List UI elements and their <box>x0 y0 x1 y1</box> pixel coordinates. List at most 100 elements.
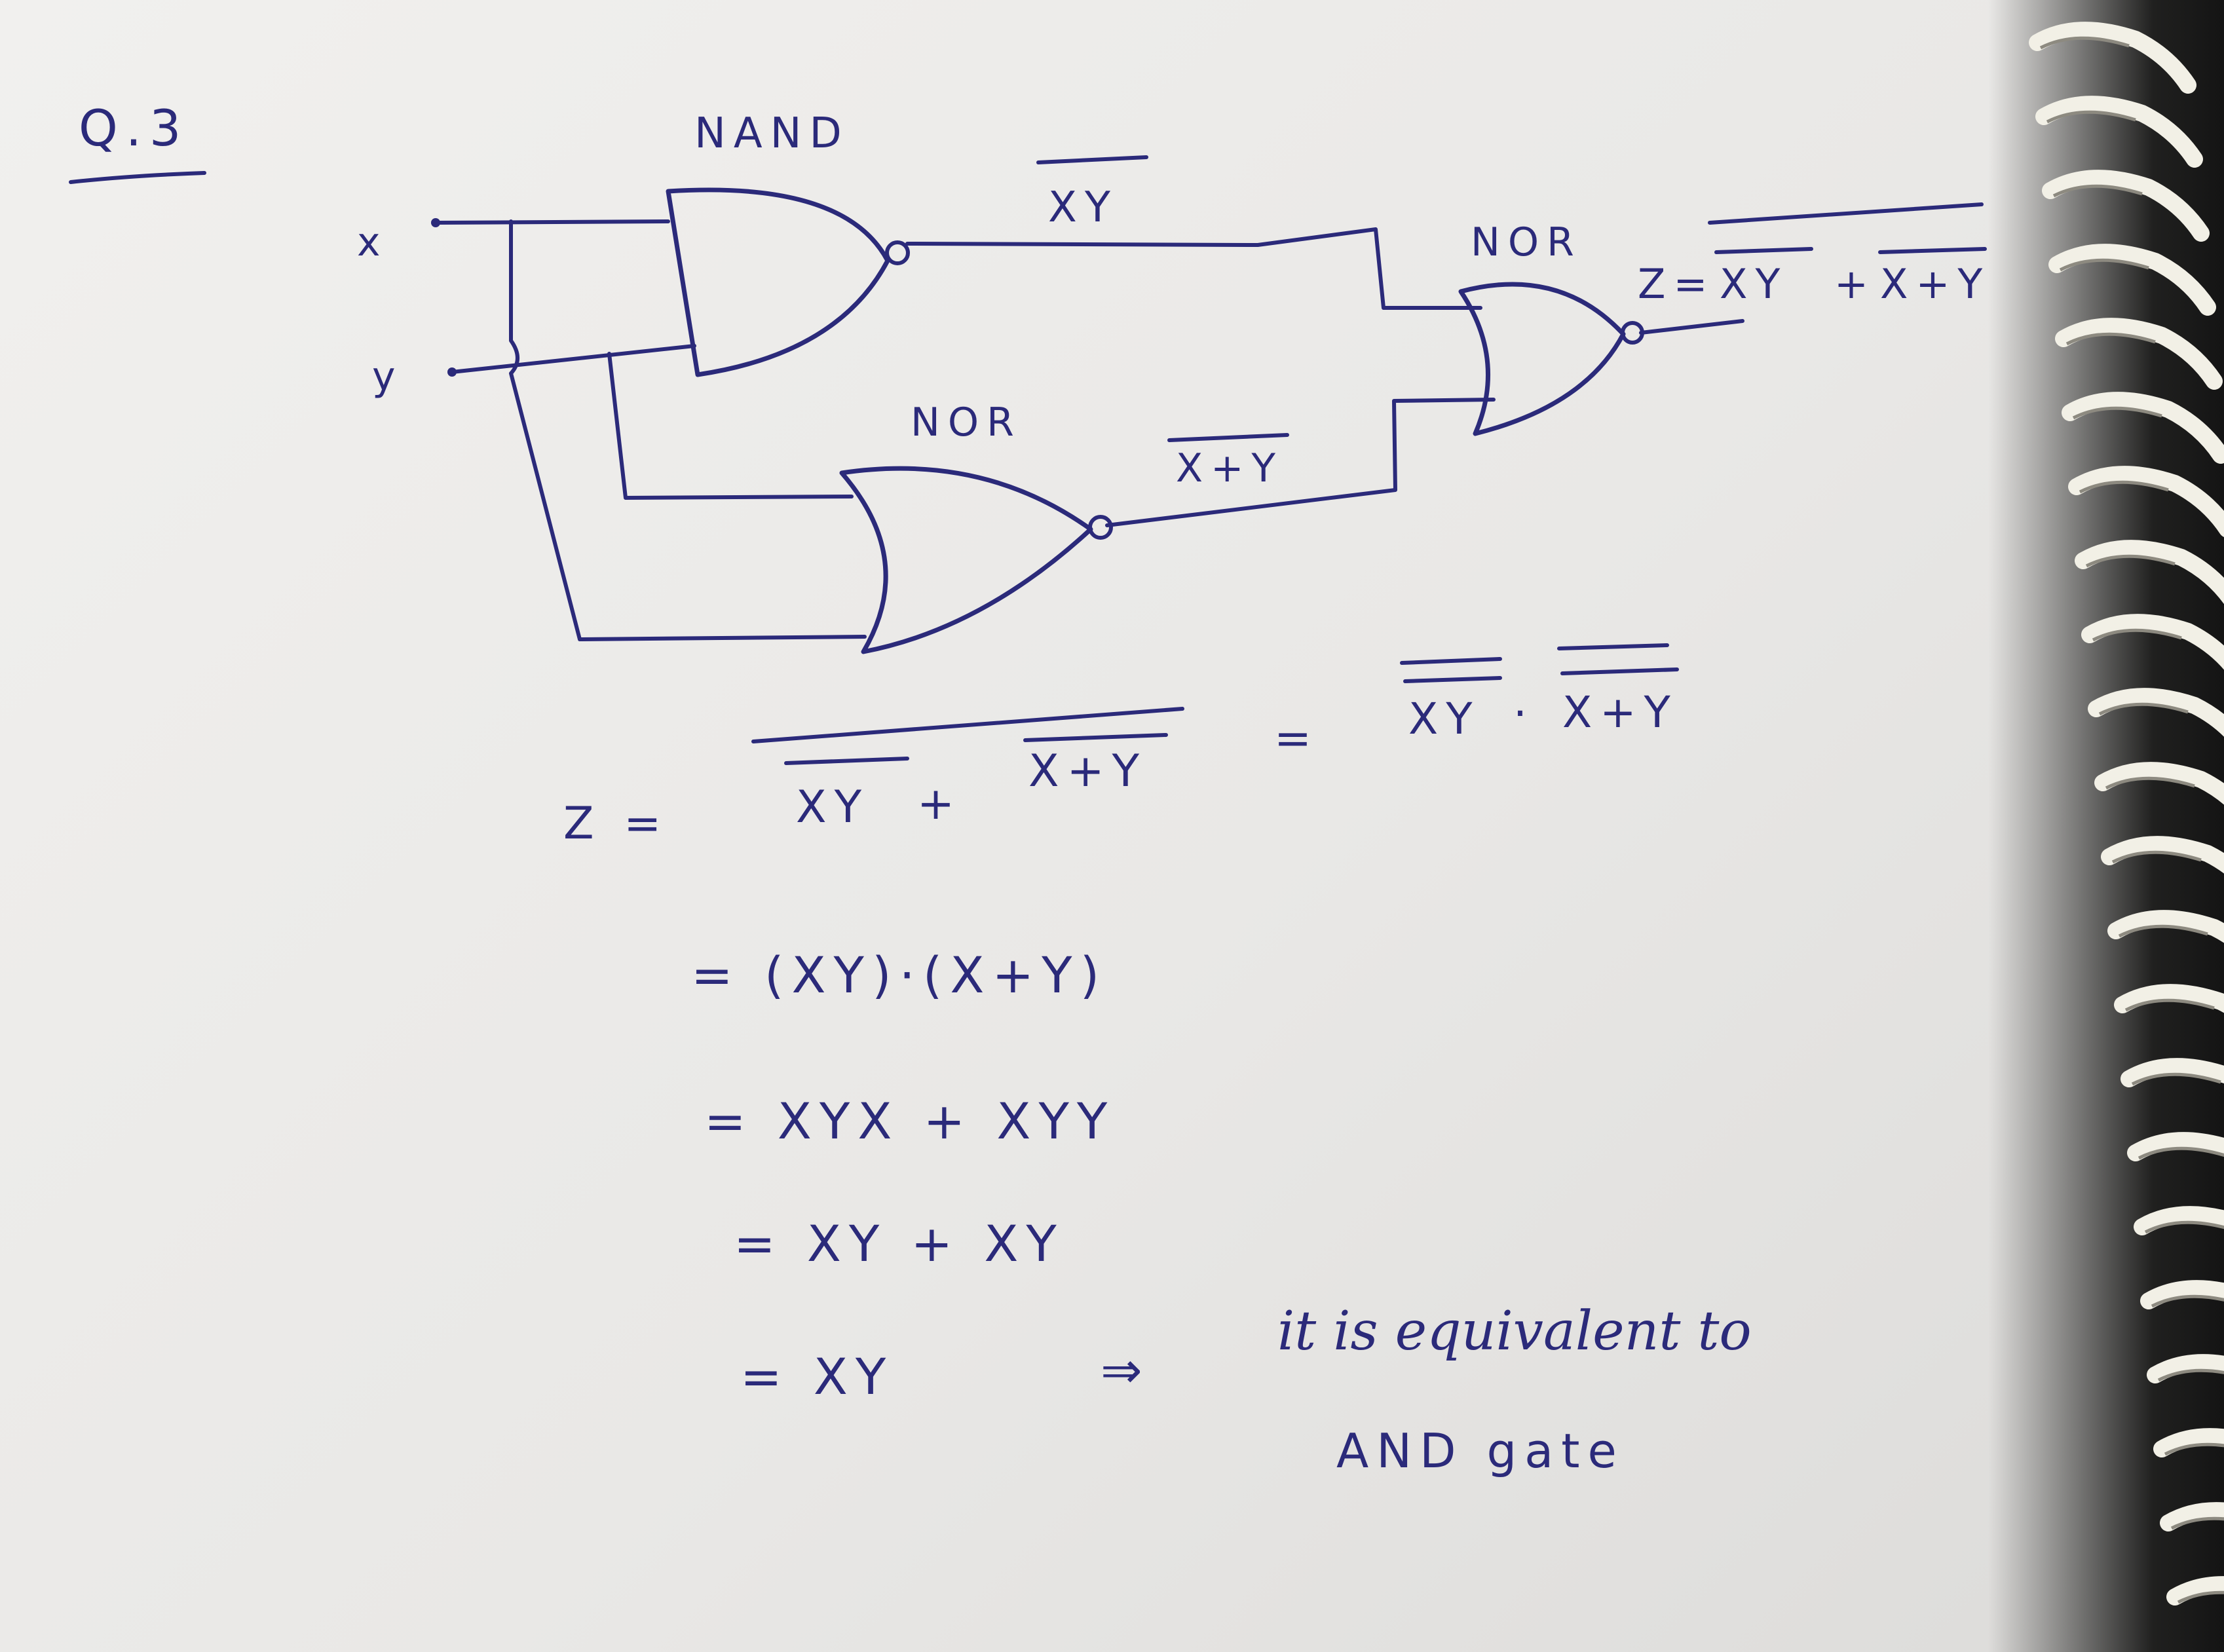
z-output-overbar-long <box>1708 202 1984 225</box>
spiral-ring-shadow <box>2157 1368 2224 1382</box>
nor-gate-bottom <box>839 466 1113 654</box>
spiral-ring <box>2029 22 2196 94</box>
nor-output-label: X+Y <box>1176 445 1283 491</box>
spiral-ring-shadow <box>2072 406 2162 420</box>
nor-final-inversion-bubble <box>1621 321 1644 345</box>
nor-gate-final-body <box>1458 282 1626 436</box>
spiral-ring-shadow <box>2144 1220 2224 1234</box>
spiral-ring-shadow <box>2039 36 2130 50</box>
nor-gate-final-label: NOR <box>1471 219 1582 265</box>
spiral-ring-shadow <box>2151 1294 2224 1308</box>
derivation-line3: = XYX + XYY <box>704 1092 1115 1150</box>
derivation-rhs2-overbar-inner <box>1560 667 1679 675</box>
derivation-line1-rhs2: X+Y <box>1562 687 1678 738</box>
derivation-line1-lhs: Z = <box>563 798 669 850</box>
spiral-ring <box>2035 96 2203 168</box>
spiral-ring <box>2042 170 2210 242</box>
nand-output-overbar <box>1036 155 1148 164</box>
spiral-ring-shadow <box>2124 998 2215 1012</box>
spiral-ring-shadow <box>2085 554 2176 568</box>
wire-output <box>1639 319 1744 335</box>
z-output-term1: XY <box>1720 260 1788 308</box>
z-output-plus: + <box>1834 260 1876 308</box>
z-output-overbar-1 <box>1714 247 1813 254</box>
implies-arrow: ⇒ <box>1101 1341 1150 1399</box>
input-y-label: y <box>372 354 404 400</box>
nor-output-overbar <box>1167 433 1289 442</box>
z-output-term2: X+Y <box>1880 260 1990 308</box>
wire-y-to-nand <box>450 344 696 374</box>
spiral-ring <box>2140 1280 2224 1309</box>
spiral-ring <box>2101 836 2224 874</box>
derivation-line1-eq: = <box>1274 713 1319 764</box>
derivation-line1-overbar-2 <box>1023 733 1168 742</box>
spiral-ring-shadow <box>2118 924 2208 938</box>
derivation-line1-rhs1: XY <box>1408 694 1480 744</box>
nand-gate <box>666 187 910 377</box>
spiral-ring-shadow <box>2065 332 2156 346</box>
spiral-ring <box>2120 1058 2224 1087</box>
spiral-ring <box>2147 1354 2224 1383</box>
spiral-rings <box>2029 22 2224 1605</box>
spiral-ring <box>2107 910 2224 943</box>
spiral-ring <box>2160 1502 2224 1531</box>
spiral-ring <box>2088 688 2224 737</box>
derivation-line5: = XY <box>740 1347 894 1406</box>
nand-output-label: XY <box>1048 183 1118 232</box>
conclusion-line2: AND gate <box>1336 1423 1625 1478</box>
wires <box>434 219 1744 641</box>
spiral-ring-shadow <box>2105 776 2195 790</box>
question-label: Q.3 <box>79 99 189 157</box>
spiral-ring <box>2114 984 2224 1013</box>
spiral-ring-shadow <box>2092 628 2182 642</box>
derivation-line1-dot: · <box>1513 688 1535 739</box>
spiral-ring-shadow <box>2046 110 2136 124</box>
question-underline <box>69 171 206 184</box>
spiral-ring-shadow <box>2131 1072 2221 1086</box>
spiral-ring <box>2166 1576 2224 1605</box>
nand-gate-body <box>666 187 890 377</box>
spiral-ring-shadow <box>2059 258 2149 272</box>
spiral-ring-shadow <box>2111 850 2202 864</box>
spiral-ring <box>2075 540 2224 605</box>
nor-gate-bottom-label: NOR <box>911 400 1022 445</box>
spiral-ring-shadow <box>2079 480 2169 494</box>
wire-y-to-nor <box>607 352 854 500</box>
spiral-ring-shadow <box>2164 1442 2224 1456</box>
spiral-ring <box>2055 318 2223 390</box>
spiral-ring-shadow <box>2098 702 2189 716</box>
nor-bottom-inversion-bubble <box>1088 515 1113 540</box>
derivation-line1-overbar-1 <box>784 757 909 765</box>
spiral-ring <box>2048 244 2216 316</box>
nor-gate-bottom-body <box>839 466 1093 654</box>
conclusion-line1: it is equivalent to <box>1277 1300 1752 1362</box>
derivation-line1-term2: X+Y <box>1028 745 1147 797</box>
derivation-rhs1-overbar-outer <box>1400 657 1502 665</box>
derivation-line2: = (XY)·(X+Y) <box>691 946 1107 1004</box>
spiral-ring <box>2068 466 2224 537</box>
derivation-line1-term1: XY <box>796 781 869 833</box>
nor-gate-final <box>1458 282 1644 436</box>
input-x-label: x <box>357 219 388 265</box>
spiral-ring <box>2134 1206 2224 1235</box>
derivation-rhs2-overbar-outer <box>1557 643 1669 650</box>
derivation-line1-plus: + <box>917 778 962 830</box>
spiral-ring <box>2062 392 2224 464</box>
derivation-rhs1-overbar-inner <box>1403 676 1502 683</box>
wire-nand-to-final-nor <box>905 227 1482 310</box>
wire-x-to-nand <box>434 219 670 225</box>
derivation-line4: = XY + XY <box>734 1214 1065 1273</box>
nand-gate-label: NAND <box>694 109 850 158</box>
spiral-ring <box>2081 614 2224 670</box>
spiral-ring-shadow <box>2170 1516 2224 1530</box>
wire-nor-to-final-nor <box>1105 398 1496 527</box>
z-output-prefix: Z= <box>1638 260 1715 308</box>
spiral-ring-shadow <box>2138 1146 2224 1160</box>
nand-inversion-bubble <box>885 240 910 265</box>
spiral-ring-shadow <box>2052 184 2143 198</box>
spiral-ring <box>2153 1428 2224 1457</box>
wire-x-to-nor <box>509 219 867 641</box>
z-output-overbar-2 <box>1878 247 1987 254</box>
